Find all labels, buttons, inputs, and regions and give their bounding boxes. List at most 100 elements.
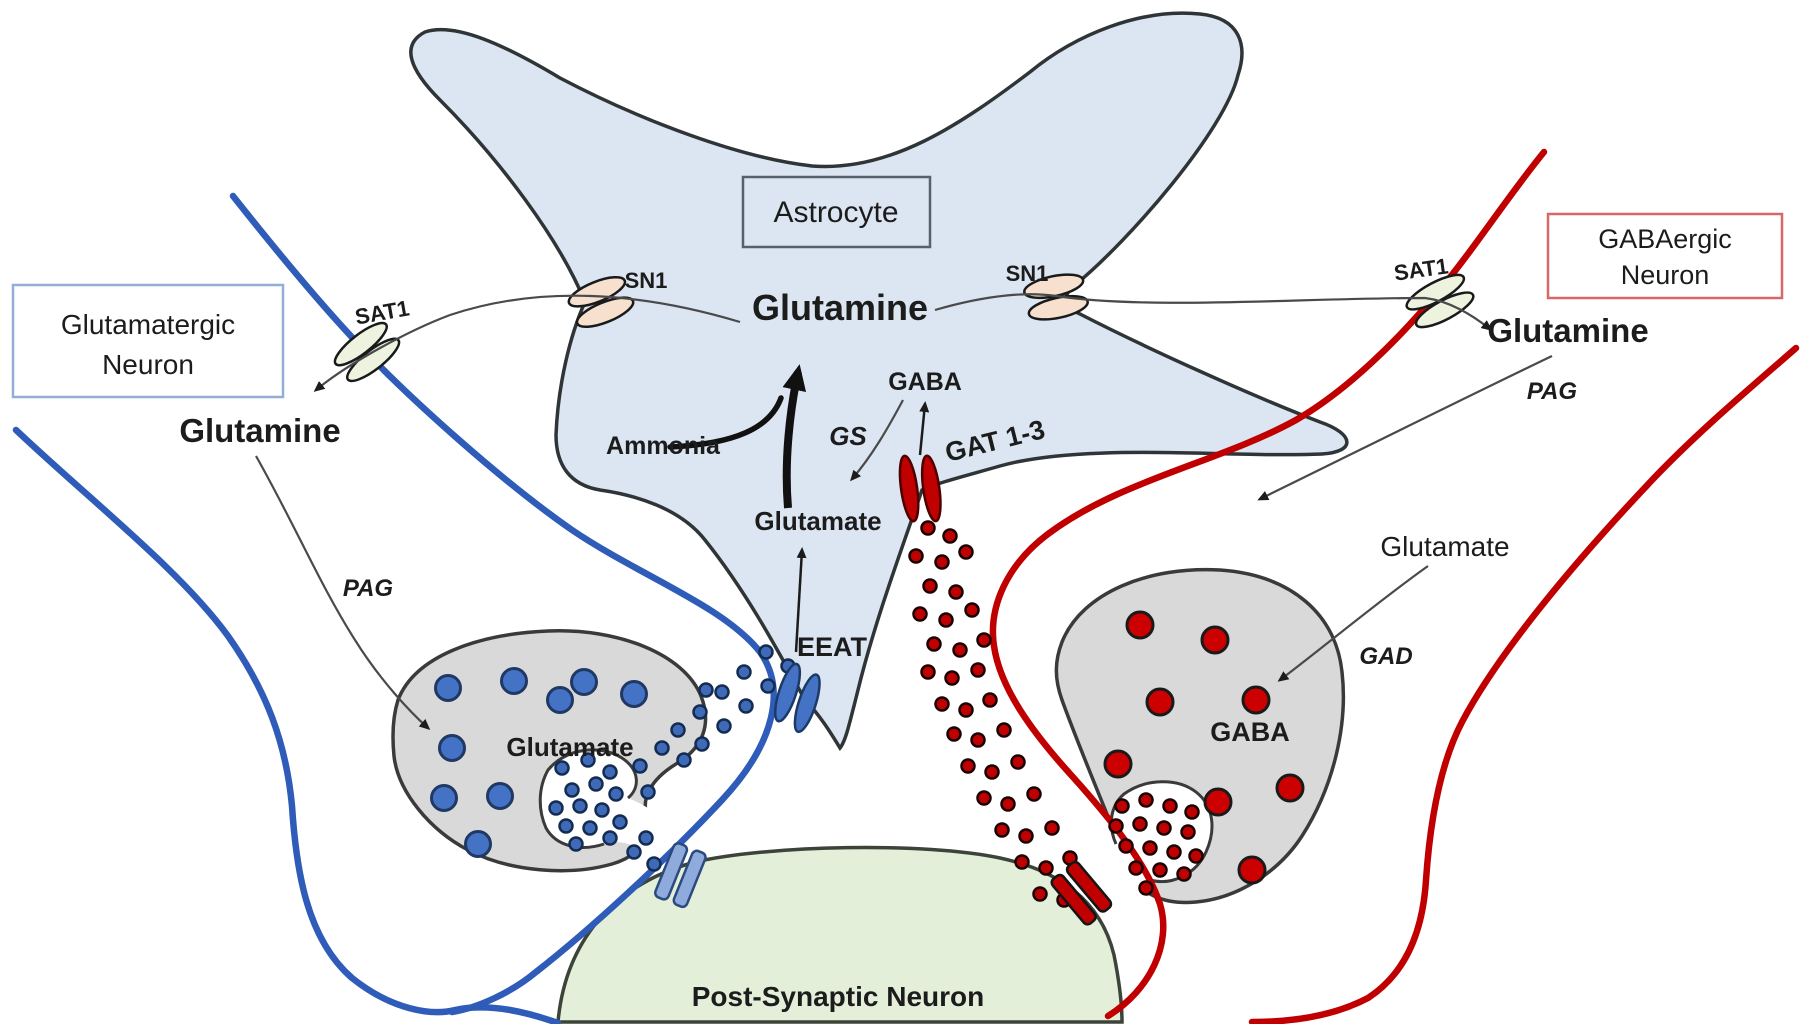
gaba-molecule-large [1237, 855, 1267, 885]
glutamate-molecule-small [758, 644, 774, 660]
gaba-molecule-small [946, 726, 962, 742]
gaba-molecule-small [920, 520, 936, 536]
glutamate-molecule-small [736, 664, 752, 680]
gaba-molecule-small [912, 606, 928, 622]
sn1-left-label: SN1 [625, 268, 668, 293]
glutamate-molecule-small [602, 830, 618, 846]
glutamate-molecule-large [620, 680, 648, 708]
gaba-molecule-large [1203, 787, 1233, 817]
glutamatergic-membrane-lower [12, 426, 562, 1024]
sn1-transporter-left [567, 275, 635, 329]
gaba-molecule-small [1152, 862, 1168, 878]
gaba-molecule-small [1026, 786, 1042, 802]
gaba-molecule-small [994, 822, 1010, 838]
glutamate-molecule-large [570, 668, 598, 696]
glutamate-molecule-small [716, 718, 732, 734]
gaba-molecule-small [944, 670, 960, 686]
glutamine-export-line-right [934, 293, 1493, 331]
gaba-molecule-large [1275, 773, 1305, 803]
gaba-receptor [1050, 860, 1113, 926]
ammonia-input-line [667, 395, 784, 450]
gaba-molecule-small [1018, 828, 1034, 844]
glutamate-molecule-small [582, 820, 598, 836]
sn1-right-label: SN1 [1006, 261, 1049, 286]
gaba-molecule-small [934, 554, 950, 570]
glutamate-molecule-small [626, 844, 642, 860]
gaba-molecule-small [1044, 820, 1060, 836]
glutamate-receptor [654, 842, 707, 909]
gaba-molecule-large [1200, 625, 1230, 655]
gaba-molecule-small [1188, 848, 1204, 864]
gabaergic-membrane-outer [1248, 344, 1800, 1024]
glutamate-astrocyte-label: Glutamate [754, 506, 881, 536]
eeat-label: EEAT [797, 632, 868, 662]
sn1-transporter-right [1023, 273, 1089, 321]
gaba-molecule-small [1156, 820, 1172, 836]
glutamate-molecule-small [554, 760, 570, 776]
gs-reaction-arrow [782, 364, 807, 509]
gaba-molecule-small [1180, 824, 1196, 840]
glutamate-molecule-small [568, 836, 584, 852]
gaba-molecule-small [908, 548, 924, 564]
gaba-molecule-small [982, 692, 998, 708]
gaba-molecule-small [996, 722, 1012, 738]
gaba-molecule-small [934, 696, 950, 712]
gad-enzyme-label: GAD [1359, 643, 1412, 670]
gaba-molecule-small [1176, 866, 1192, 882]
glutamate-molecule-small [572, 798, 588, 814]
gaba-molecule-small [1010, 754, 1026, 770]
glutamate-molecule-small [548, 800, 564, 816]
eeat-uptake-arrow [794, 547, 807, 653]
gaba-molecule-small [1118, 838, 1134, 854]
glutamate-molecule-small [558, 818, 574, 834]
sat1-left-label: SAT1 [353, 295, 411, 329]
gaba-molecule-small [970, 662, 986, 678]
gaba-molecule-small [938, 612, 954, 628]
glutamine-astrocyte-label: Glutamine [752, 287, 928, 328]
gaba-molecule-small [922, 578, 938, 594]
gaba-astrocyte-label: GABA [888, 368, 962, 396]
gabaergic-label-line1: GABAergic [1598, 224, 1732, 254]
glutamate-molecule-small [654, 740, 670, 756]
gaba-molecule-small [1138, 880, 1154, 896]
glutamate-vesicular-dots [430, 667, 648, 858]
gaba-molecule-small [1184, 804, 1200, 820]
gaba-molecule-small [1032, 886, 1048, 902]
glutamate-molecule-small [638, 830, 654, 846]
gaba-molecule-small [958, 702, 974, 718]
gaba-molecule-small [964, 602, 980, 618]
gaba-molecule-small [976, 790, 992, 806]
glutamate-molecule-large [486, 782, 514, 810]
glutamate-molecule-large [546, 686, 574, 714]
gaba-released-dots [908, 520, 1204, 908]
glutamate-molecule-small [760, 678, 776, 694]
glutamate-molecule-small [676, 752, 692, 768]
pag-left-label: PAG [343, 575, 393, 602]
glutamine-left-label: Glutamine [179, 412, 340, 449]
gabaergic-label-line2: Neuron [1621, 260, 1710, 290]
glutamate-molecule-large [464, 830, 492, 858]
glutamate-molecule-small [738, 698, 754, 714]
glutamate-molecule-small [580, 752, 596, 768]
astrocyte-body [409, 11, 1349, 751]
gaba-molecule-small [1138, 792, 1154, 808]
glutamate-molecule-small [608, 786, 624, 802]
gat-transporter [898, 454, 942, 523]
glutamate-vesicle-label: Glutamate [506, 732, 633, 762]
astrocyte-label: Astrocyte [773, 196, 898, 229]
glutamate-molecule-small [594, 802, 610, 818]
pag-arrow-left [255, 455, 431, 730]
gabaergic-neuron-label-box: GABAergic Neuron [1546, 212, 1784, 300]
glutamate-release-pocket-rim [538, 748, 638, 849]
ammonia-label: Ammonia [606, 432, 721, 460]
astrocyte-label-box: Astrocyte [741, 175, 932, 249]
glutamate-molecule-small [564, 782, 580, 798]
gs-enzyme-label: GS [829, 421, 867, 451]
glutamate-molecule-small [714, 684, 730, 700]
glutamine-right-label: Glutamine [1487, 312, 1648, 349]
glutamate-molecule-small [694, 736, 710, 752]
gaba-molecule-small [1142, 840, 1158, 856]
glutamate-released-dots [548, 644, 796, 872]
gaba-molecule-large [1241, 685, 1271, 715]
